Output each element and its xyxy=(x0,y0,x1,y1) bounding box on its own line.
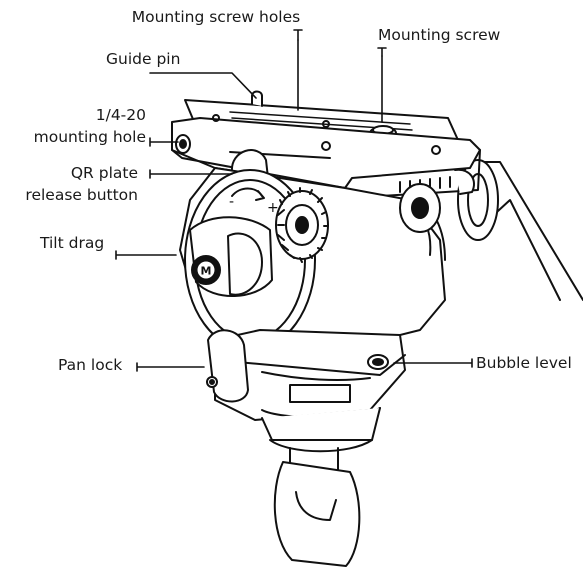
label-pan-lock: Pan lock xyxy=(58,356,123,374)
tilt-drag-knob xyxy=(189,216,273,297)
dial-minus-mark: - xyxy=(229,194,234,210)
tie-down-handle xyxy=(273,461,361,567)
leader-mounting-hole xyxy=(149,137,179,147)
leader-mounting-screw xyxy=(377,47,387,57)
dial-plus-mark: + xyxy=(267,200,279,216)
leader-qr-button xyxy=(149,169,233,179)
label-qr-release-button: QR plate release button xyxy=(0,162,138,206)
label-qr-button-line2: release button xyxy=(25,186,138,204)
label-qr-button-line1: QR plate xyxy=(70,164,138,182)
label-bubble-level: Bubble level xyxy=(476,354,572,372)
leader-bubble-level xyxy=(393,358,473,368)
label-guide-pin: Guide pin xyxy=(106,50,181,68)
label-tilt-drag: Tilt drag xyxy=(40,234,105,252)
leader-tilt-drag xyxy=(115,250,177,260)
label-mounting-screw: Mounting screw xyxy=(378,26,501,44)
leader-pan-lock xyxy=(136,362,205,372)
bowl-stem xyxy=(261,407,381,481)
label-mounting-screw-holes: Mounting screw holes xyxy=(131,8,301,26)
label-mounting-hole-line2: mounting hole xyxy=(33,128,146,146)
leader-lines xyxy=(115,29,473,372)
logo-letter: M xyxy=(201,265,212,278)
pan-handle-arm xyxy=(457,159,583,301)
logo-badge: M xyxy=(194,258,218,282)
label-mounting-hole-line1: 1/4-20 xyxy=(95,106,146,124)
pan-base xyxy=(206,329,406,421)
counterbalance-knob xyxy=(275,187,329,263)
leader-mounting-screw-holes xyxy=(293,29,303,41)
guide-pin xyxy=(251,90,263,107)
leader-guide-pin xyxy=(149,72,257,99)
label-mounting-hole: 1/4-20 mounting hole xyxy=(0,104,146,148)
